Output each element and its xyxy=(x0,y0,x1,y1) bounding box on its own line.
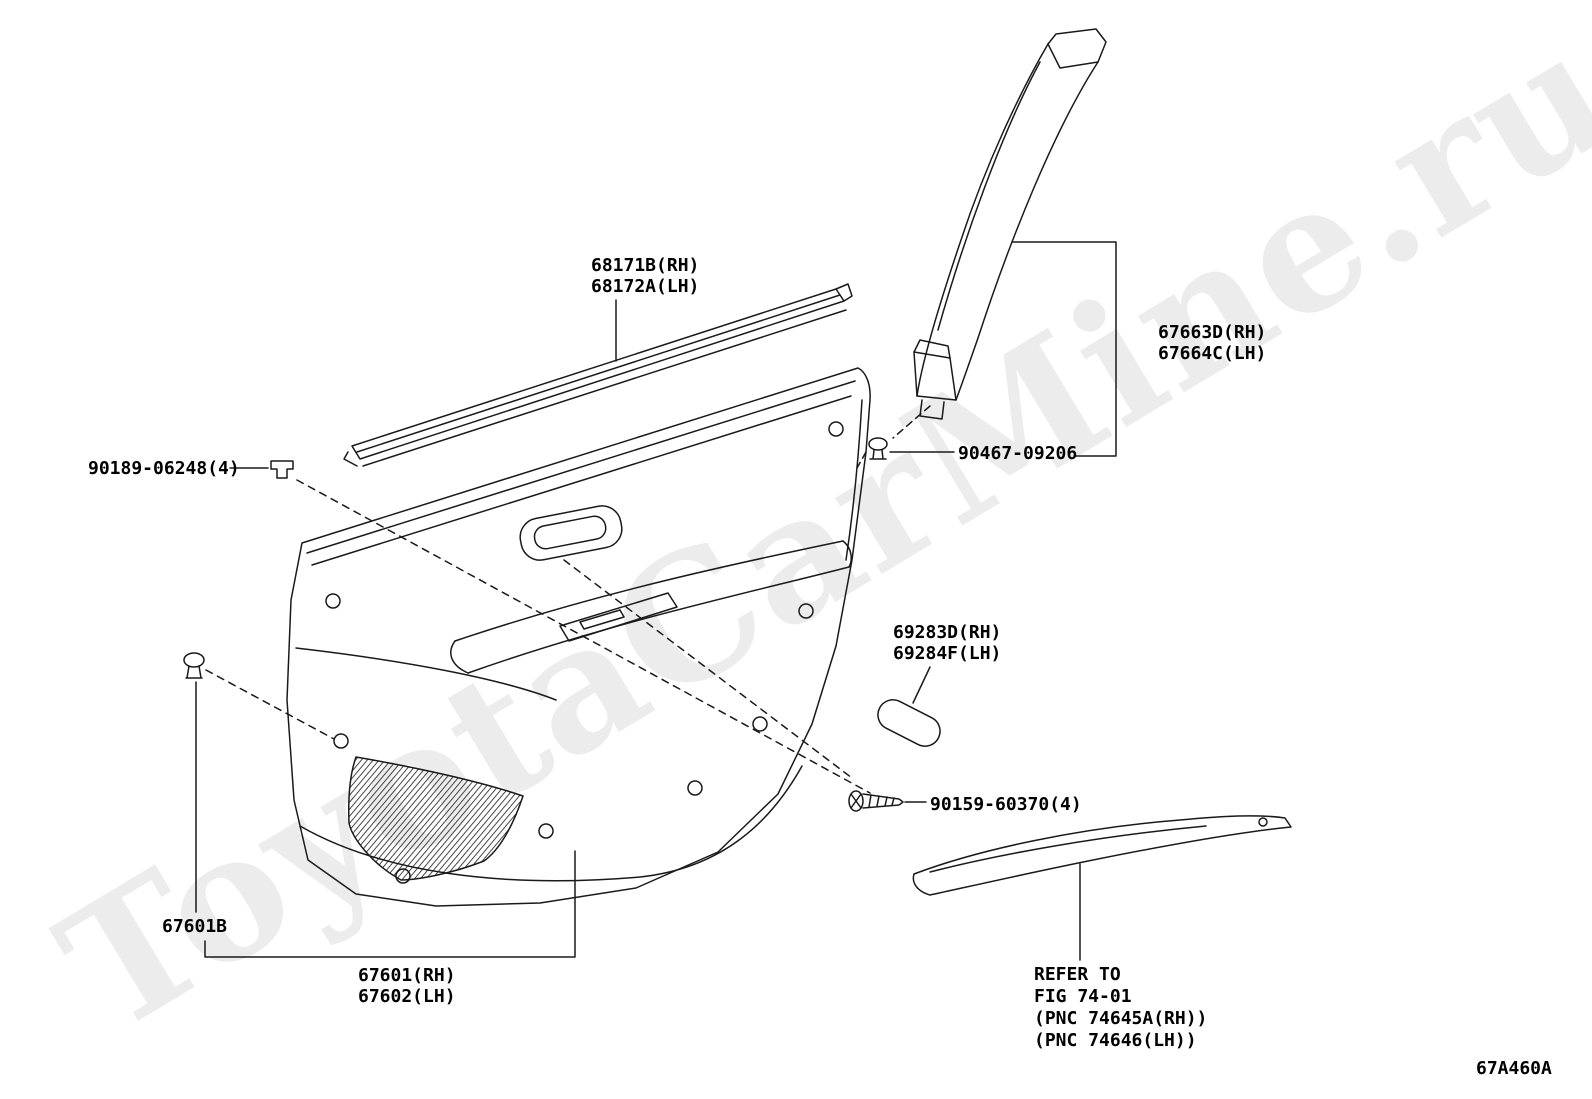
label-screw-90159: 90159-60370(4) xyxy=(930,794,1082,815)
label-hole-cover: 69283D(RH) 69284F(LH) xyxy=(893,622,1001,664)
refer-note-text: (PNC 74645A(RH)) xyxy=(1034,1008,1208,1029)
pillar-garnish-shape xyxy=(916,28,1107,401)
label-clip-90467: 90467-09206 xyxy=(958,443,1077,464)
label-clip-90189: 90189-06248(4) xyxy=(88,458,240,479)
part-number-text: 90189-06248(4) xyxy=(88,458,240,479)
lower-molding-shape xyxy=(912,815,1292,896)
drawing-code: 67A460A xyxy=(1476,1058,1552,1079)
screw-90159-shape xyxy=(848,790,864,812)
part-number-text: 90159-60370(4) xyxy=(930,794,1082,815)
clip-90189-shape xyxy=(270,460,294,479)
part-number-text: 69284F(LH) xyxy=(893,643,1002,664)
part-number-text: 67602(LH) xyxy=(358,986,456,1007)
clip-67601b-shape xyxy=(183,652,205,668)
part-number-text: 68172A(LH) xyxy=(591,276,700,297)
label-clip-67601b: 67601B xyxy=(162,916,227,937)
part-number-text: 69283D(RH) xyxy=(893,622,1002,643)
clip-90467-shape xyxy=(868,437,888,451)
part-number-text: 67601(RH) xyxy=(358,965,456,986)
speaker-grille xyxy=(348,756,524,881)
label-door-trim-board: 67601(RH) 67602(LH) xyxy=(358,965,456,1007)
part-number-text: 90467-09206 xyxy=(958,443,1078,464)
label-belt-molding: 68171B(RH) 68172A(LH) xyxy=(591,255,699,297)
refer-note-text: REFER TO xyxy=(1034,964,1121,985)
hole-cover-shape xyxy=(877,699,941,747)
label-refer-note: REFER TO FIG 74-01 (PNC 74645A(RH)) (PNC… xyxy=(1034,964,1207,1052)
part-number-text: 67664C(LH) xyxy=(1158,343,1267,364)
door-trim-shape xyxy=(286,367,871,907)
label-pillar-garnish: 67663D(RH) 67664C(LH) xyxy=(1158,322,1266,364)
part-number-text: 67601B xyxy=(162,916,228,937)
refer-note-text: FIG 74-01 xyxy=(1034,986,1132,1007)
part-number-text: 68171B(RH) xyxy=(591,255,700,276)
refer-note-text: (PNC 74646(LH)) xyxy=(1034,1030,1197,1051)
part-number-text: 67663D(RH) xyxy=(1158,322,1267,343)
drawing-code-text: 67A460A xyxy=(1476,1058,1552,1079)
